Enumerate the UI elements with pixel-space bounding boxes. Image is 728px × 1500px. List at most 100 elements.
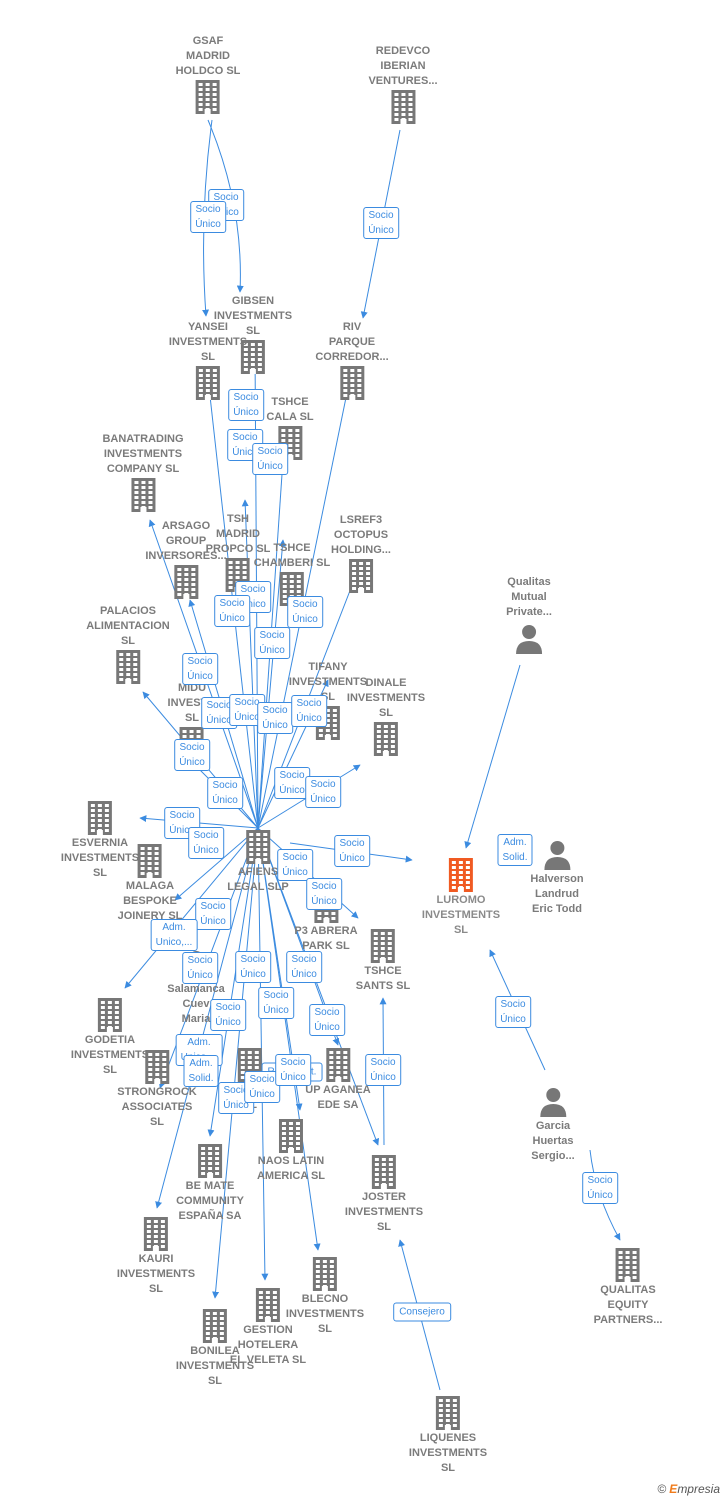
node-label: BE MATE COMMUNITY ESPAÑA SA	[176, 1180, 244, 1222]
node-label: UP AGANEA EDE SA	[305, 1084, 371, 1111]
node-malaga[interactable]: MALAGA BESPOKE JOINERY SL	[117, 843, 183, 924]
relation-label[interactable]: Socio Único	[291, 695, 327, 727]
node-banatrading[interactable]: BANATRADING INVESTMENTS COMPANY SL	[102, 432, 184, 513]
node-label: STRONGROCK ASSOCIATES SL	[117, 1086, 197, 1128]
node-label: GESTION HOTELERA EL VELETA SL	[229, 1324, 307, 1366]
relation-label[interactable]: Socio Único	[210, 999, 246, 1031]
node-label: ESVERNIA INVESTMENTS SL	[60, 837, 140, 879]
building-icon	[142, 1216, 170, 1252]
node-palacios[interactable]: PALACIOS ALIMENTACION SL	[86, 604, 170, 685]
relation-label[interactable]: Socio Único	[582, 1172, 618, 1204]
relation-label[interactable]: Socio Único	[257, 702, 293, 734]
node-label: P3 ABRERA PARK SL	[294, 925, 358, 952]
node-qualitas-mutual[interactable]: Qualitas Mutual Private...	[506, 575, 552, 656]
relation-label[interactable]: Socio Único	[286, 951, 322, 983]
relation-label[interactable]: Socio Único	[495, 996, 531, 1028]
node-halverson[interactable]: Halverson Landrud Eric Todd	[530, 836, 584, 917]
edge-line	[241, 499, 259, 829]
relation-label[interactable]: Socio Único	[274, 767, 310, 799]
node-label: Garcia Huertas Sergio...	[531, 1120, 575, 1162]
relation-label[interactable]: Socio Único	[334, 835, 370, 867]
relation-label[interactable]: Socio Único	[174, 739, 210, 771]
node-liquenes[interactable]: LIQUENES INVESTMENTS SL	[409, 1395, 487, 1476]
node-label: TSHCE CALA SL	[266, 396, 314, 423]
relation-label[interactable]: Socio Único	[275, 1054, 311, 1086]
relation-label[interactable]: Adm. Solid.	[183, 1055, 219, 1087]
node-bemate[interactable]: BE MATE COMMUNITY ESPAÑA SA	[176, 1143, 244, 1224]
copyright-symbol: ©	[657, 1482, 667, 1496]
building-icon	[201, 1308, 229, 1344]
relation-label[interactable]: Socio Único	[277, 849, 313, 881]
relation-label[interactable]: Socio Único	[365, 1054, 401, 1086]
node-godetia[interactable]: GODETIA INVESTMENTS SL	[71, 997, 149, 1078]
node-redevco[interactable]: REDEVCO IBERIAN VENTURES...	[368, 44, 438, 125]
relation-label[interactable]: Socio Único	[244, 1071, 280, 1103]
node-yansei[interactable]: YANSEI INVESTMENTS SL	[169, 320, 247, 401]
node-label: TSHCE CHAMBERI SL	[253, 542, 331, 569]
brand-name: mpresia	[677, 1482, 720, 1496]
relation-label[interactable]: Socio Único	[306, 878, 342, 910]
relation-label[interactable]: Socio Único	[228, 389, 264, 421]
node-esvernia[interactable]: ESVERNIA INVESTMENTS SL	[61, 800, 139, 881]
node-tshce-sants[interactable]: TSHCE SANTS SL	[356, 928, 410, 994]
node-luromo[interactable]: LUROMO INVESTMENTS SL	[422, 857, 500, 938]
node-bonilea[interactable]: BONILEA INVESTMENTS SL	[176, 1308, 254, 1389]
relation-label[interactable]: Socio Único	[182, 653, 218, 685]
relation-label[interactable]: Socio Único	[164, 807, 200, 839]
building-icon	[370, 1154, 398, 1190]
building-icon	[372, 721, 400, 757]
node-qualitas-equity[interactable]: QUALITAS EQUITY PARTNERS...	[593, 1247, 663, 1328]
relation-label[interactable]: Socio Único	[190, 201, 226, 233]
node-naos[interactable]: NAOS LATIN AMERICA SL	[257, 1118, 325, 1184]
person-icon	[539, 1083, 567, 1119]
node-lsref3[interactable]: LSREF3 OCTOPUS HOLDING...	[331, 513, 391, 594]
relation-label[interactable]: Adm. Unico,...	[150, 919, 198, 951]
relation-label[interactable]: Socio Único	[287, 596, 323, 628]
relation-label[interactable]: Socio Único	[258, 987, 294, 1019]
node-strongrock[interactable]: STRONGROCK ASSOCIATES SL	[117, 1049, 197, 1130]
node-garcia[interactable]: Garcia Huertas Sergio...	[531, 1083, 575, 1164]
building-icon	[311, 1256, 339, 1292]
empresia-watermark[interactable]: ©Empresia	[657, 1482, 720, 1496]
node-dinale[interactable]: DINALE INVESTMENTS SL	[347, 676, 425, 757]
node-label: Salamanca Cuev Maria	[167, 983, 225, 1025]
relation-label[interactable]: Socio Único	[195, 898, 231, 930]
relation-label[interactable]: Socio Único	[254, 627, 290, 659]
node-riv[interactable]: RIV PARQUE CORREDOR...	[315, 320, 389, 401]
person-icon	[543, 836, 571, 872]
relation-label[interactable]: Adm. Solid.	[497, 834, 533, 866]
edge-line	[174, 827, 259, 901]
building-icon	[338, 365, 366, 401]
relation-label[interactable]: Socio Único	[235, 951, 271, 983]
node-gsaf[interactable]: GSAF MADRID HOLDCO SL	[176, 34, 240, 115]
relation-label[interactable]: Socio Único	[309, 1004, 345, 1036]
relation-label[interactable]: Socio Único	[207, 777, 243, 809]
node-label: LUROMO INVESTMENTS SL	[421, 894, 501, 936]
node-label: DINALE INVESTMENTS SL	[346, 677, 426, 719]
node-afiens[interactable]: AFIENS LEGAL SLP	[227, 829, 289, 895]
relation-label[interactable]: Consejero	[393, 1302, 451, 1322]
node-kauri[interactable]: KAURI INVESTMENTS SL	[117, 1216, 195, 1297]
node-gestion[interactable]: GESTION HOTELERA EL VELETA SL	[230, 1287, 306, 1368]
relation-label[interactable]: Socio Único	[305, 776, 341, 808]
node-aganea[interactable]: UP AGANEA EDE SA	[305, 1047, 371, 1113]
node-gibsen[interactable]: GIBSEN INVESTMENTS SL	[214, 294, 292, 375]
node-blecno[interactable]: BLECNO INVESTMENTS SL	[286, 1256, 364, 1337]
brand-e-logo: E	[669, 1482, 678, 1496]
building-icon	[434, 1395, 462, 1431]
relation-label[interactable]: Socio Único	[188, 827, 224, 859]
relation-label[interactable]: Socio Único	[182, 952, 218, 984]
node-label: QUALITAS EQUITY PARTNERS...	[593, 1284, 663, 1326]
relation-label[interactable]: Socio Único	[252, 443, 288, 475]
edge-line	[212, 827, 259, 1299]
building-icon	[143, 1049, 171, 1085]
relation-label[interactable]: Socio Único	[363, 207, 399, 239]
relation-label[interactable]: Socio Único	[214, 595, 250, 627]
node-arsago[interactable]: ARSAGO GROUP INVERSORES...	[145, 519, 227, 600]
edge-line	[257, 827, 380, 1146]
node-joster[interactable]: JOSTER INVESTMENTS SL	[345, 1154, 423, 1235]
building-icon	[136, 843, 164, 879]
node-label: MALAGA BESPOKE JOINERY SL	[117, 880, 183, 922]
node-tshce-chamberi[interactable]: TSHCE CHAMBERI SL	[254, 541, 330, 607]
